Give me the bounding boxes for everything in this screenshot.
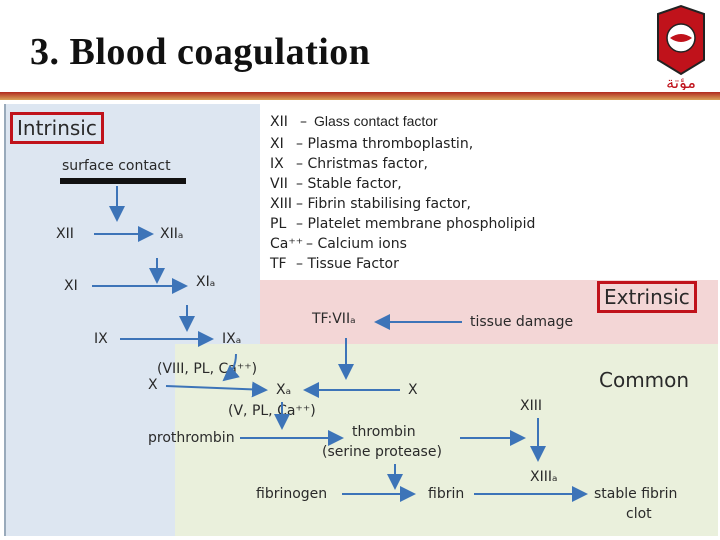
intrinsic-heading: Intrinsic <box>10 112 104 144</box>
common-heading: Common <box>599 368 690 392</box>
legend-code: XII <box>270 114 288 130</box>
legend-code: PL <box>270 216 287 232</box>
legend-desc: – Plasma thromboplastin, <box>296 136 474 152</box>
legend-code: IX <box>270 156 284 172</box>
legend-code: TF <box>270 256 287 272</box>
legend-code: VII <box>270 176 288 192</box>
legend-code: Ca⁺⁺ <box>270 236 304 252</box>
legend-desc: – Christmas factor, <box>296 156 428 172</box>
cofactors-v: (V, PL, Ca⁺⁺) <box>228 403 316 419</box>
factor-x-right: X <box>408 382 418 398</box>
legend-desc: – Platelet membrane phospholipid <box>296 216 536 232</box>
legend-desc: Glass contact factor <box>314 113 438 129</box>
prothrombin: prothrombin <box>148 430 235 446</box>
arrow <box>222 353 240 382</box>
fibrin: fibrin <box>428 486 465 502</box>
surface-bar <box>60 178 186 184</box>
legend-desc: – Tissue Factor <box>296 256 399 272</box>
title-bar <box>0 92 720 100</box>
abbreviation-legend: XII – Glass contact factor XI – Plasma t… <box>262 108 718 276</box>
extrinsic-heading: Extrinsic <box>597 281 697 313</box>
legend-code: XIII <box>270 196 292 212</box>
legend-desc: – Calcium ions <box>306 236 407 252</box>
arrow <box>165 381 268 398</box>
factor-ix: IX <box>94 331 108 347</box>
factor-ixa: IXₐ <box>222 331 242 347</box>
stable-fibrin: stable fibrin <box>594 486 678 502</box>
legend-dash: – <box>300 114 307 130</box>
factor-xa: Xₐ <box>276 382 292 398</box>
clot: clot <box>626 506 652 522</box>
serine-protease: (serine protease) <box>322 444 442 460</box>
legend-desc: – Fibrin stabilising factor, <box>296 196 472 212</box>
factor-xi: XI <box>64 278 78 294</box>
factor-xiii: XIII <box>520 398 542 414</box>
left-border <box>4 104 6 536</box>
svg-text:مؤتة: مؤتة <box>666 73 696 90</box>
legend-desc: – Stable factor, <box>296 176 402 192</box>
thrombin: thrombin <box>352 424 416 440</box>
common-region <box>175 344 718 536</box>
factor-xiia: XIIₐ <box>160 226 184 242</box>
legend-code: XI <box>270 136 284 152</box>
factor-xii: XII <box>56 226 74 242</box>
tissue-damage: tissue damage <box>470 314 574 330</box>
tf-viia: TF:VIIₐ <box>312 311 356 327</box>
surface-contact-label: surface contact <box>62 158 171 174</box>
factor-xia: XIₐ <box>196 274 216 290</box>
fibrinogen: fibrinogen <box>256 486 328 502</box>
slide-title: 3. Blood coagulation <box>30 31 371 73</box>
factor-xiiia: XIIIₐ <box>530 469 558 485</box>
factor-x-left: X <box>148 377 158 393</box>
university-seal-icon: مؤتة <box>657 4 705 90</box>
